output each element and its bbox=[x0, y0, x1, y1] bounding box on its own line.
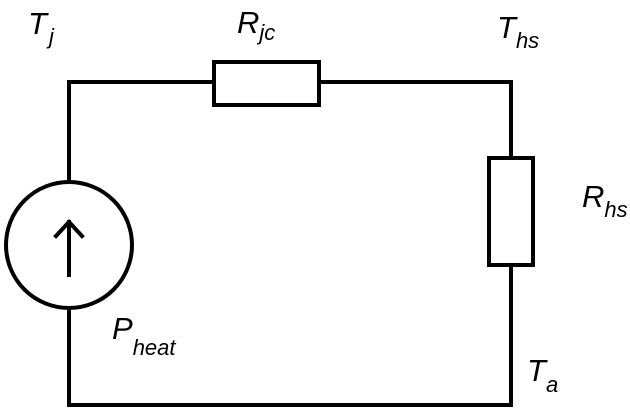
resistor-rhs bbox=[487, 156, 535, 267]
label-pheat-main: P bbox=[112, 311, 133, 346]
label-rhs-sub: hs bbox=[604, 197, 628, 222]
label-pheat: Pheat bbox=[112, 311, 176, 359]
up-arrow-icon bbox=[53, 219, 85, 277]
label-rjc-main: R bbox=[237, 5, 260, 40]
label-ths: Ths bbox=[497, 10, 539, 52]
label-ta-sub: a bbox=[545, 372, 559, 397]
label-pheat-sub: heat bbox=[132, 335, 176, 360]
label-rjc: Rjc bbox=[237, 5, 275, 44]
resistor-rjc bbox=[212, 60, 321, 107]
wire-top-right bbox=[317, 80, 513, 160]
label-tj-sub: j bbox=[48, 24, 54, 49]
label-rhs-main: R bbox=[582, 179, 605, 214]
label-ta-main: T bbox=[527, 353, 546, 388]
label-ths-sub: hs bbox=[515, 28, 540, 53]
label-tj-main: T bbox=[28, 6, 47, 41]
label-ths-main: T bbox=[497, 10, 516, 45]
label-rhs: Rhs bbox=[582, 179, 628, 221]
label-tj: Tj bbox=[28, 6, 54, 48]
label-ta: Ta bbox=[527, 353, 558, 396]
label-rjc-sub: jc bbox=[259, 20, 276, 45]
